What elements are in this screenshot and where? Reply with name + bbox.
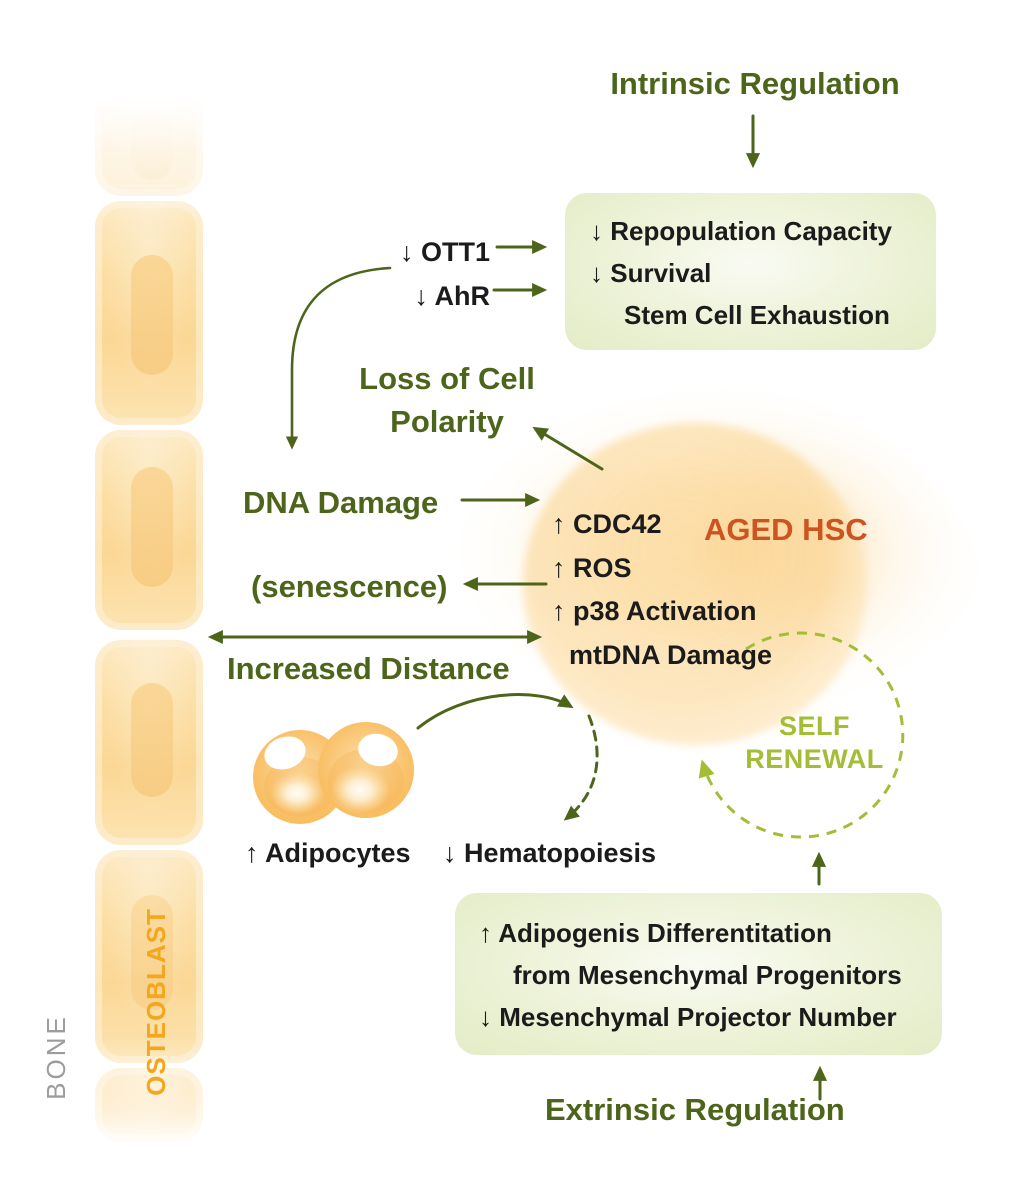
aged-hsc-label: AGED HSC <box>704 512 868 547</box>
osteoblast-cell <box>95 430 203 630</box>
intrinsic-effects-box: ↓ Repopulation Capacity ↓ Survival Stem … <box>565 193 936 350</box>
osteoblast-nucleus <box>131 255 173 375</box>
adipocytes-illustration <box>253 722 414 824</box>
osteoblast-cell <box>95 76 203 196</box>
dna-damage-label: DNA Damage <box>243 485 439 520</box>
self-renewal-label: SELF RENEWAL <box>745 711 884 774</box>
intrinsic-factors: ↓ OTT1 ↓ AhR <box>350 230 490 318</box>
loss-of-cell-polarity-label: Loss of Cell Polarity <box>359 361 535 439</box>
osteoblast-cell <box>95 640 203 845</box>
adipocyte-right <box>318 722 414 818</box>
adipocytes-label: ↑ Adipocytes <box>245 838 411 868</box>
vacuole <box>264 736 306 770</box>
osteoblast-cell <box>95 850 203 1063</box>
ros-label: ↑ ROS <box>552 552 632 583</box>
ahr-label: ↓ AhR <box>414 281 491 311</box>
extrinsic-effects-box: ↑ Adipogenis Differentitation from Mesen… <box>455 893 942 1055</box>
box-line-adipogenic: ↑ Adipogenis Differentitation <box>479 918 832 948</box>
senescence-label: (senescence) <box>251 569 448 604</box>
box-line-mesenchymal-progenitors: from Mesenchymal Progenitors <box>513 960 902 990</box>
bone-label: BONE <box>41 1014 71 1100</box>
osteoblast-cell <box>95 201 203 425</box>
osteoblast-nucleus <box>131 110 173 180</box>
cdc42-label: ↑ CDC42 <box>552 509 662 539</box>
vacuole <box>358 733 398 767</box>
hematopoiesis-label: ↓ Hematopoiesis <box>443 838 657 868</box>
box-line-exhaustion: Stem Cell Exhaustion <box>624 300 890 330</box>
box-line-repopulation: ↓ Repopulation Capacity <box>590 216 892 246</box>
osteoblast-nucleus <box>131 683 173 797</box>
ott1-label: ↓ OTT1 <box>399 237 490 267</box>
increased-distance-label: Increased Distance <box>227 651 510 686</box>
intrinsic-regulation-title: Intrinsic Regulation <box>610 66 900 101</box>
mtdna-label: mtDNA Damage <box>569 639 773 670</box>
box-line-mesenchymal-number: ↓ Mesenchymal Projector Number <box>479 1002 897 1032</box>
osteoblast-label: OSTEOBLAST <box>141 908 171 1096</box>
p38-label: ↑ p38 Activation <box>552 596 757 626</box>
osteoblast-nucleus <box>131 895 173 1010</box>
extrinsic-regulation-title: Extrinsic Regulation <box>545 1092 845 1127</box>
osteoblast-nucleus <box>131 467 173 587</box>
box-line-survival: ↓ Survival <box>590 258 712 288</box>
